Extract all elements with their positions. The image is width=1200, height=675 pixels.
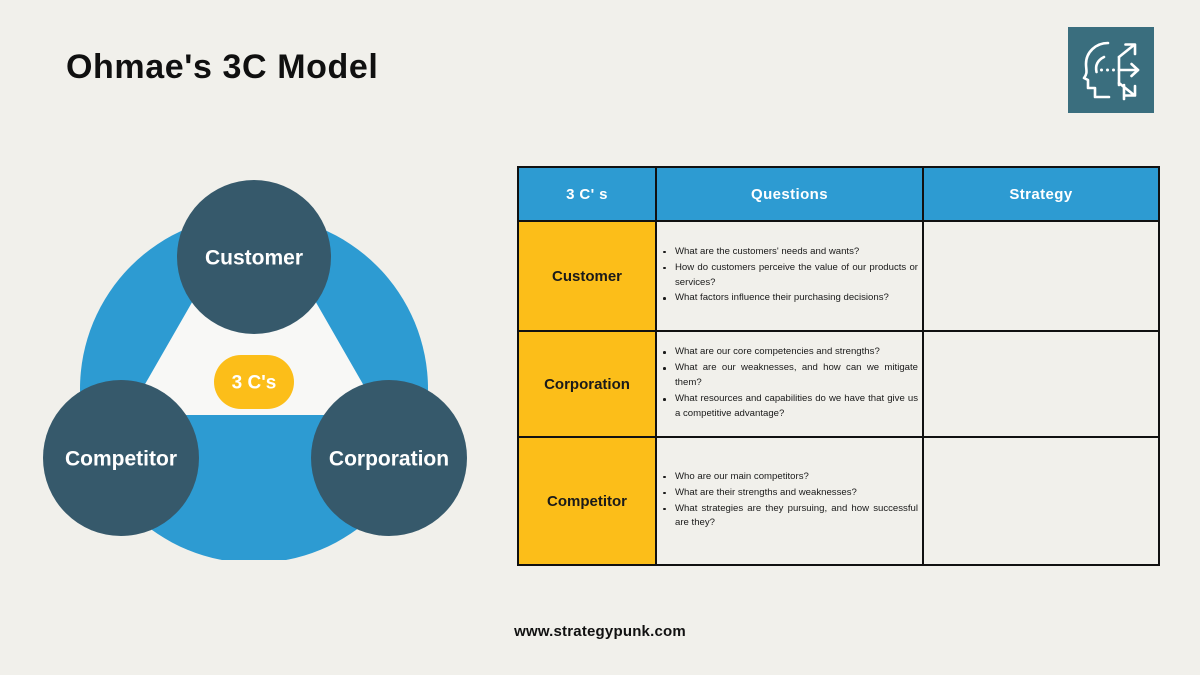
- list-item: What resources and capabilities do we ha…: [663, 392, 918, 422]
- three-c-diagram: Customer Competitor Corporation 3 C's: [30, 175, 490, 560]
- row-questions-corporation: What are our core competencies and stren…: [655, 330, 924, 438]
- table-row: Competitor Who are our main competitors?…: [517, 436, 1160, 566]
- diagram-node-competitor: Competitor: [43, 380, 199, 536]
- row-questions-competitor: Who are our main competitors? What are t…: [655, 436, 924, 566]
- question-list: What are the customers' needs and wants?…: [657, 245, 922, 306]
- column-header-questions: Questions: [655, 166, 924, 222]
- column-header-3cs: 3 C' s: [517, 166, 657, 222]
- list-item: What strategies are they pursuing, and h…: [663, 502, 918, 532]
- list-item: What are their strengths and weaknesses?: [663, 486, 918, 501]
- diagram-node-label: Corporation: [329, 448, 449, 471]
- list-item: What are our weaknesses, and how can we …: [663, 361, 918, 391]
- diagram-center-label: 3 C's: [232, 373, 277, 394]
- row-strategy-corporation[interactable]: [922, 330, 1160, 438]
- row-label-competitor: Competitor: [517, 436, 657, 566]
- list-item: What are our core competencies and stren…: [663, 345, 918, 360]
- table-row: Customer What are the customers' needs a…: [517, 220, 1160, 332]
- row-strategy-customer[interactable]: [922, 220, 1160, 332]
- diagram-node-label: Customer: [205, 247, 303, 270]
- three-c-table: 3 C' s Questions Strategy Customer What …: [517, 166, 1160, 566]
- list-item: Who are our main competitors?: [663, 470, 918, 485]
- table-header-row: 3 C' s Questions Strategy: [517, 166, 1160, 222]
- list-item: What factors influence their purchasing …: [663, 291, 918, 306]
- three-c-table-wrapper: 3 C' s Questions Strategy Customer What …: [517, 166, 1160, 566]
- table-row: Corporation What are our core competenci…: [517, 330, 1160, 438]
- question-list: What are our core competencies and stren…: [657, 345, 922, 421]
- diagram-node-customer: Customer: [177, 180, 331, 334]
- diagram-node-label: Competitor: [65, 448, 177, 471]
- row-label-customer: Customer: [517, 220, 657, 332]
- list-item: What are the customers' needs and wants?: [663, 245, 918, 260]
- row-label-corporation: Corporation: [517, 330, 657, 438]
- diagram-node-corporation: Corporation: [311, 380, 467, 536]
- head-with-arrows-icon: [1082, 41, 1140, 101]
- row-strategy-competitor[interactable]: [922, 436, 1160, 566]
- list-item: How do customers perceive the value of o…: [663, 261, 918, 291]
- page-title: Ohmae's 3C Model: [66, 48, 379, 86]
- brand-logo: [1068, 27, 1154, 113]
- footer-url: www.strategypunk.com: [514, 623, 686, 640]
- column-header-strategy: Strategy: [922, 166, 1160, 222]
- row-questions-customer: What are the customers' needs and wants?…: [655, 220, 924, 332]
- diagram-center-badge: 3 C's: [214, 355, 294, 409]
- question-list: Who are our main competitors? What are t…: [657, 470, 922, 531]
